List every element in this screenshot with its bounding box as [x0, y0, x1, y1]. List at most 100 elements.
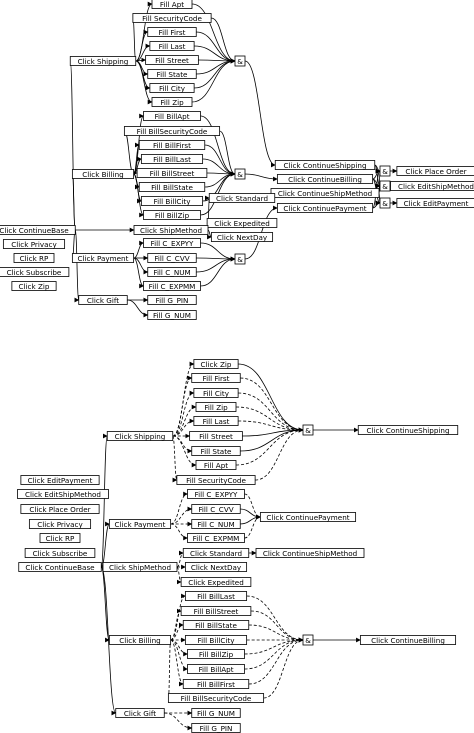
graph-node: Click ContinueShipping: [274, 160, 376, 170]
graph-edge: [172, 418, 195, 437]
node-label: Click Standard: [190, 549, 242, 558]
and-join-node: &: [234, 253, 246, 265]
node-box: [39, 533, 81, 543]
node-label: Click ContinuePayment: [283, 204, 366, 213]
graph-node: Click ContinueBase: [0, 225, 76, 235]
node-label: Click Zip: [201, 360, 232, 369]
and-join-box: [234, 168, 246, 180]
node-label: Click EditPayment: [28, 476, 93, 485]
node-box: [191, 504, 241, 514]
and-join-label: &: [382, 167, 388, 176]
graph-edge: [172, 404, 197, 437]
node-box: [276, 174, 374, 184]
graph-edge: [133, 257, 149, 275]
graph-edge: [263, 637, 304, 699]
graph-edge: [207, 229, 212, 240]
node-label: Click ContinuePayment: [266, 513, 349, 522]
graph-node: Click Privacy: [2, 239, 66, 249]
node-label: Click ContinueShipMethod: [278, 189, 372, 198]
node-box: [147, 267, 197, 277]
node-label: Click Payment: [78, 254, 129, 263]
node-box: [390, 181, 474, 191]
graph-node: Fill BillApt: [143, 111, 201, 121]
node-label: Click EditShipMethod: [398, 182, 474, 191]
node-label: Fill C_EXPYY: [151, 239, 195, 248]
and-join-node: &: [379, 197, 391, 209]
node-box: [195, 460, 237, 470]
and-join-box: [379, 165, 391, 177]
node-box: [147, 69, 197, 79]
graph-node: Fill Apt: [151, 0, 193, 9]
node-label: Click Privacy: [37, 520, 83, 529]
node-label: Fill BillState: [195, 621, 237, 630]
edges-layer: [69, 1, 398, 731]
node-label: Fill Last: [159, 42, 186, 51]
node-label: Fill State: [201, 447, 232, 456]
node-box: [276, 203, 374, 213]
node-label: Fill BillCity: [154, 197, 192, 206]
graph-edge: [244, 514, 261, 539]
node-box: [182, 620, 250, 630]
node-box: [123, 126, 221, 136]
graph-edge: [69, 58, 76, 231]
node-label: Fill Apt: [204, 461, 228, 470]
graph-edge: [74, 229, 80, 303]
graph-node: Click Billing: [108, 635, 172, 645]
and-join-label: &: [382, 199, 388, 208]
graph-edge: [244, 493, 261, 520]
node-box: [78, 295, 128, 305]
node-box: [191, 373, 241, 383]
graph-edge: [172, 435, 178, 483]
node-label: Fill G_PIN: [156, 296, 189, 305]
node-box: [210, 232, 274, 242]
graph-edge: [170, 639, 184, 687]
node-box: [180, 577, 252, 587]
node-label: Fill C_NUM: [197, 520, 234, 529]
node-box: [133, 225, 209, 235]
node-label: Fill Street: [199, 432, 233, 441]
graph-edge: [244, 637, 304, 655]
graph-edge: [172, 390, 195, 437]
graph-node: Fill BillFirst: [138, 140, 206, 150]
node-box: [255, 548, 365, 558]
node-label: Click ContinueBase: [25, 563, 95, 572]
node-label: Fill BillZip: [199, 650, 234, 659]
node-label: Fill Zip: [160, 98, 184, 107]
node-box: [191, 708, 241, 718]
graph-edge: [211, 17, 236, 64]
graph-node: Fill BillCity: [140, 196, 204, 206]
graph-node: Click Gift: [115, 708, 165, 718]
graph-node: Click ContinueBilling: [359, 635, 457, 645]
node-box: [138, 182, 206, 192]
graph-edge: [170, 593, 186, 641]
graph-node: Click EditShipMethod: [390, 181, 474, 191]
graph-node: Click RP: [39, 533, 81, 543]
graph-node: Click Standard: [182, 548, 250, 558]
graph-node: Click Subscribe: [24, 548, 96, 558]
graph-edge: [196, 256, 236, 273]
node-label: Click Payment: [115, 520, 166, 529]
node-box: [0, 225, 76, 235]
graph-edge: [219, 130, 236, 177]
node-label: Fill First: [158, 28, 185, 37]
and-join-node: &: [302, 634, 314, 646]
graph-node: Click Subscribe: [0, 267, 70, 277]
node-box: [206, 218, 278, 228]
graph-node: Fill Street: [189, 431, 243, 441]
and-join-label: &: [237, 255, 243, 264]
graph-node: Click ContinuePayment: [259, 512, 357, 522]
graph-node: Click EditShipMethod: [17, 489, 109, 499]
graph-edge: [71, 171, 77, 231]
node-box: [193, 359, 239, 369]
graph-edge: [191, 58, 236, 103]
graph-node: Click ShipMethod: [102, 562, 178, 572]
node-box: [147, 253, 197, 263]
graph-edge: [244, 637, 304, 670]
node-label: Fill State: [157, 70, 188, 79]
graph-edge: [176, 566, 182, 585]
node-label: Click Billing: [119, 636, 160, 645]
graph-node: Fill G_NUM: [147, 310, 197, 320]
graph-edge: [248, 624, 304, 643]
graph-edge: [100, 521, 110, 568]
node-label: Click Expedited: [188, 578, 244, 587]
